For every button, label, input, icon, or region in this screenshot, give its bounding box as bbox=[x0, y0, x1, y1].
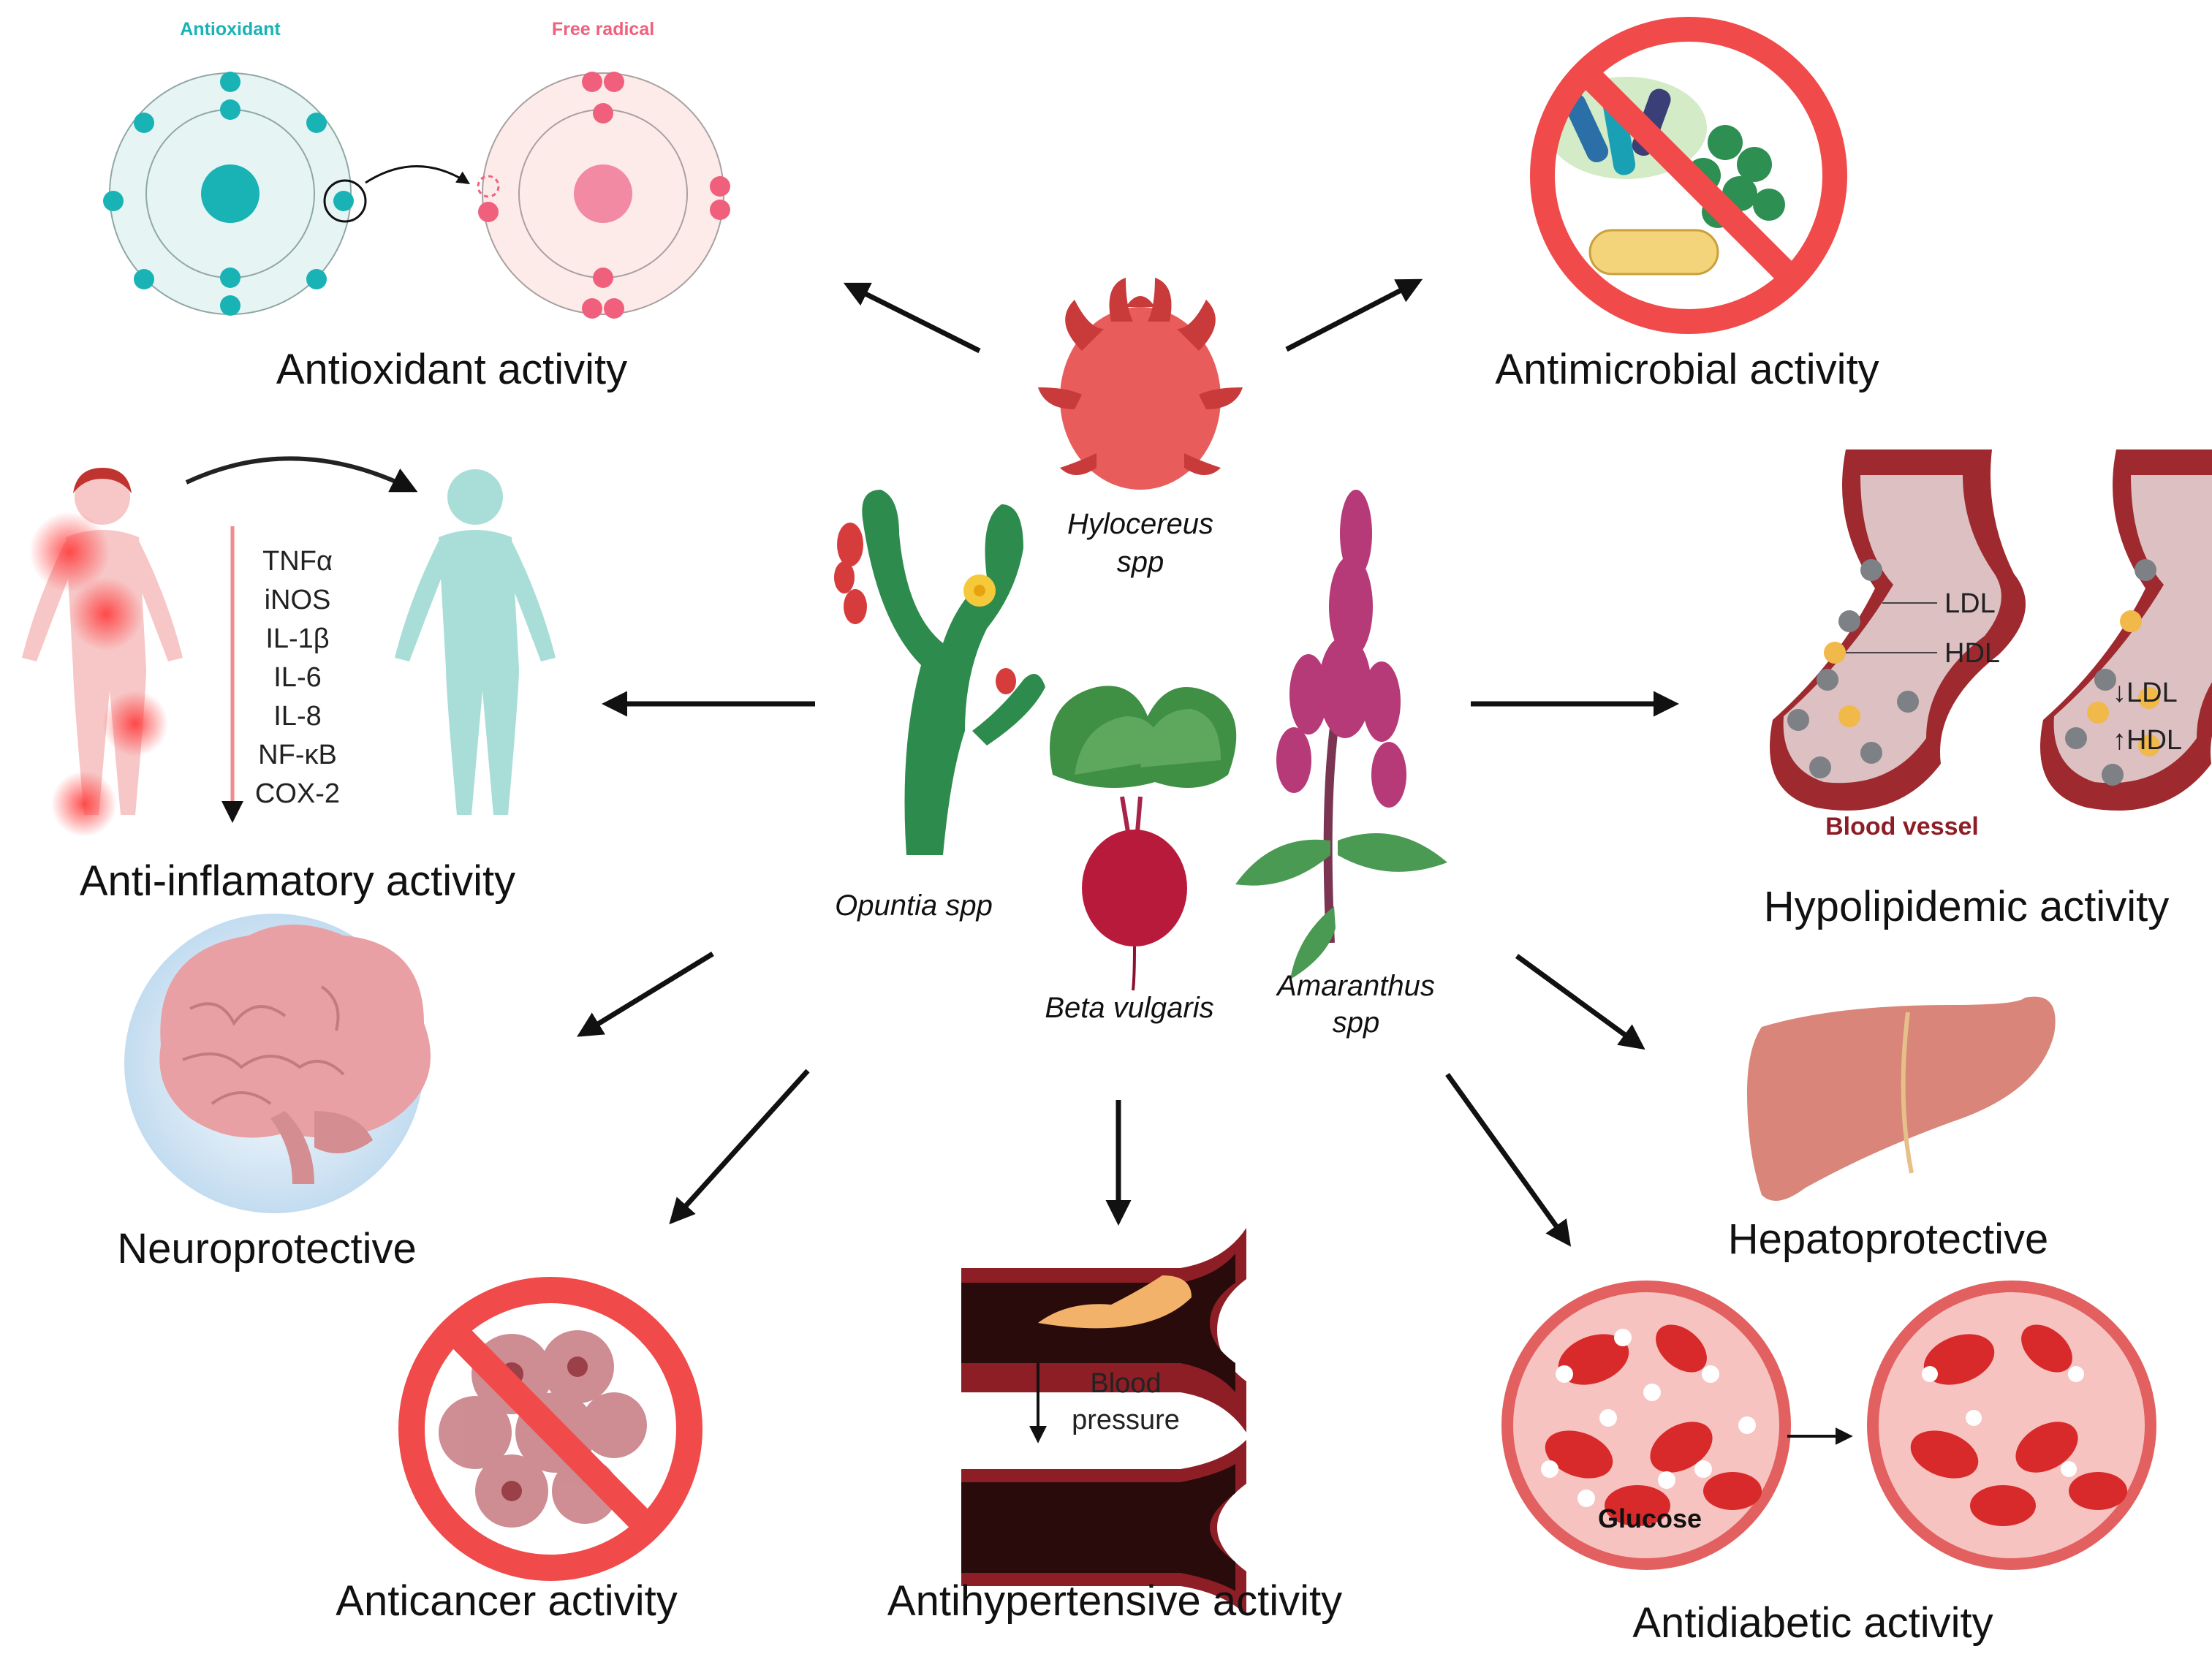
marker-item: iNOS bbox=[265, 585, 331, 615]
antioxidant-atom-label: Antioxidant bbox=[180, 19, 281, 39]
hdl-label: HDL bbox=[1944, 638, 2000, 669]
inflamed-body-figure bbox=[22, 468, 183, 837]
blood-pressure-label-line2: pressure bbox=[1072, 1405, 1180, 1435]
opuntia-illustration bbox=[834, 490, 1045, 855]
arrow-to-antimicrobial bbox=[1285, 278, 1423, 352]
arrow-to-hepatoprotective bbox=[1515, 954, 1645, 1050]
marker-item: IL-6 bbox=[273, 662, 321, 693]
recovery-arrow bbox=[185, 456, 418, 493]
hylocereus-label-line2: spp bbox=[1117, 546, 1164, 578]
free-radical-atom-label: Free radical bbox=[552, 19, 654, 39]
amaranthus-illustration bbox=[1235, 490, 1447, 979]
ldl-decrease-label: ↓LDL bbox=[2113, 678, 2178, 708]
high-glucose-blood bbox=[1501, 1281, 1791, 1570]
antidiabetic-activity-title: Antidiabetic activity bbox=[1632, 1599, 1993, 1647]
ldl-label: LDL bbox=[1944, 588, 1996, 619]
narrowed-artery bbox=[961, 1228, 1246, 1433]
electron-transfer-arrow bbox=[365, 165, 471, 184]
marker-item: IL-1β bbox=[265, 623, 329, 654]
hepatoprotective-title: Hepatoprotective bbox=[1728, 1215, 2048, 1263]
anticancer-activity-title: Anticancer activity bbox=[336, 1577, 677, 1625]
blood-vessel-illustration bbox=[1770, 449, 2212, 811]
arrow-to-antioxidant bbox=[843, 282, 981, 354]
arrows bbox=[577, 278, 1679, 1247]
opuntia-label: Opuntia spp bbox=[835, 889, 993, 922]
arrow-to-neuroprotective bbox=[577, 952, 714, 1037]
anticancer-illustration bbox=[398, 1277, 702, 1581]
antioxidant-activity-title: Antioxidant activity bbox=[276, 346, 627, 393]
glucose-label: Glucose bbox=[1598, 1503, 1702, 1533]
antioxidant-atom bbox=[103, 72, 367, 316]
normal-glucose-blood bbox=[1867, 1281, 2156, 1570]
antihypertensive-activity-title: Antihypertensive activity bbox=[887, 1577, 1342, 1625]
neuroprotective-title: Neuroprotective bbox=[117, 1225, 416, 1272]
arrow-to-anticancer bbox=[669, 1069, 810, 1225]
marker-item: COX-2 bbox=[255, 778, 340, 809]
hylocereus-label-line1: Hylocereus bbox=[1067, 508, 1213, 540]
amaranthus-label-line1: Amaranthus bbox=[1276, 970, 1435, 1002]
anti-inflammatory-activity-title: Anti-inflamatory activity bbox=[80, 857, 515, 905]
healthy-artery bbox=[961, 1440, 1246, 1615]
healthy-body-figure bbox=[395, 469, 556, 815]
marker-item: IL-8 bbox=[273, 701, 321, 732]
liver-illustration bbox=[1747, 996, 2056, 1201]
blood-pressure-label-line1: Blood bbox=[1090, 1368, 1161, 1399]
arrow-to-antidiabetic bbox=[1445, 1072, 1572, 1247]
antimicrobial-illustration bbox=[1530, 17, 1847, 334]
amaranthus-label-line2: spp bbox=[1333, 1006, 1380, 1039]
hypolipidemic-activity-title: Hypolipidemic activity bbox=[1764, 883, 2169, 930]
hylocereus-illustration bbox=[1038, 278, 1243, 490]
hdl-increase-label: ↑HDL bbox=[2113, 725, 2182, 756]
blood-vessel-label: Blood vessel bbox=[1825, 813, 1979, 841]
beta-vulgaris-illustration bbox=[1050, 686, 1237, 991]
marker-item: TNFα bbox=[262, 546, 333, 577]
marker-item: NF-κB bbox=[258, 740, 337, 770]
beta-vulgaris-label: Beta vulgaris bbox=[1045, 992, 1213, 1024]
antimicrobial-activity-title: Antimicrobial activity bbox=[1495, 346, 1879, 393]
free-radical-atom bbox=[477, 72, 730, 319]
inflammatory-marker-list: TNFα iNOS IL-1β IL-6 IL-8 NF-κB COX-2 bbox=[255, 546, 340, 809]
brain-illustration bbox=[124, 914, 431, 1213]
